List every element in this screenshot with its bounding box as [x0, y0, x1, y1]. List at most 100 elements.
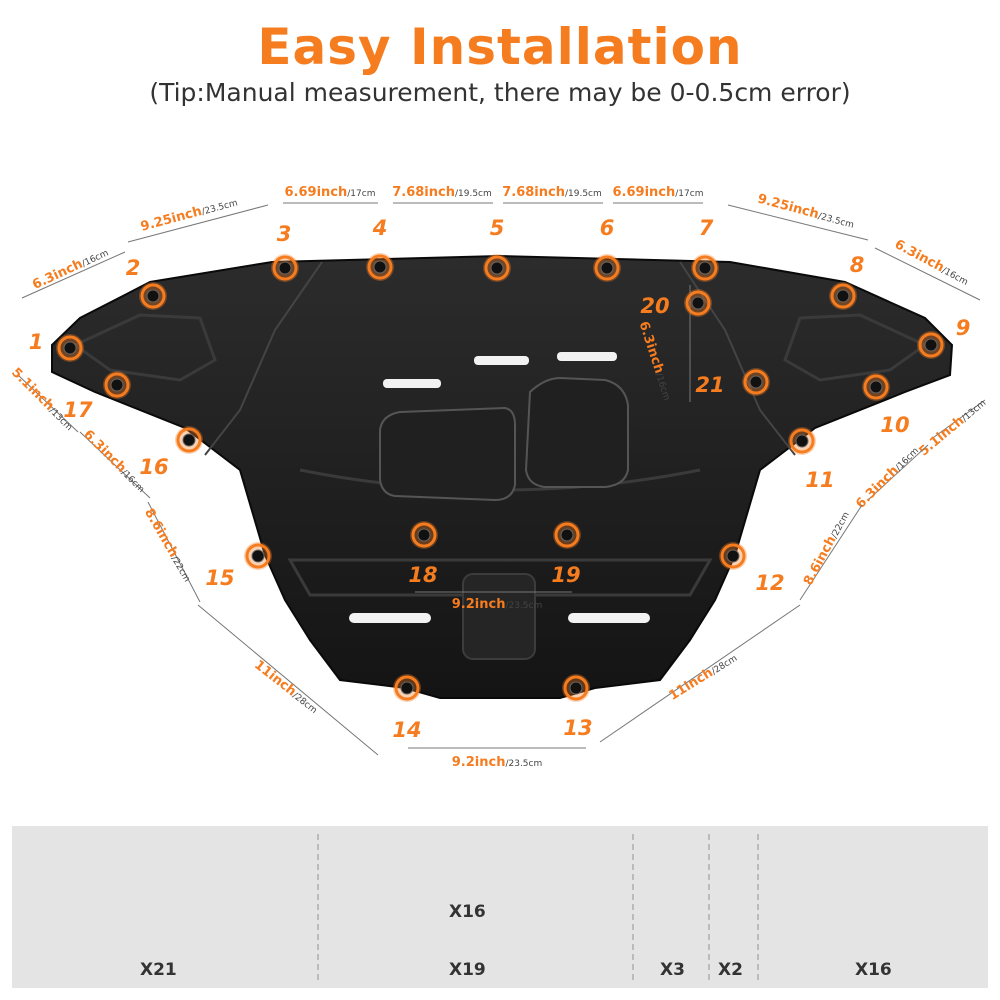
- svg-text:6.3inch/16cm: 6.3inch/16cm: [853, 443, 922, 512]
- hole-number-label: 11: [805, 468, 834, 492]
- right-panel-seam: [679, 261, 796, 456]
- dimension-6: 9.25inch/23.5cm: [727, 191, 869, 241]
- hole-number-label: 12: [755, 571, 784, 595]
- dimension-12: 5.1inch/13cm: [917, 398, 989, 459]
- long-bolts-count: X3: [660, 960, 685, 980]
- vent-slot: [474, 356, 529, 365]
- rings-count: X19: [449, 960, 486, 980]
- accessories-panel: X21 X16 X19 X3 X2 X16: [12, 826, 988, 988]
- hole-number-label: 18: [408, 563, 437, 587]
- dimension-inch-label: 9.2inch: [452, 597, 506, 612]
- hole-number-label: 7: [699, 216, 714, 240]
- dimension-inch-label: 7.68inch: [502, 185, 565, 200]
- vent-slot: [557, 352, 617, 361]
- mounting-hole-13: 13: [562, 674, 593, 740]
- dimension-inch-label: 6.3inch: [30, 257, 85, 293]
- hole-number-label: 14: [392, 718, 421, 742]
- right-rib: [783, 313, 928, 382]
- left-rib: [72, 313, 217, 382]
- lower-ridge: [287, 558, 713, 597]
- svg-text:9.2inch/23.5cm: 9.2inch/23.5cm: [452, 597, 543, 612]
- hole-number-label: 6: [600, 216, 615, 240]
- hole-number-label: 4: [372, 216, 388, 240]
- mounting-hole-2: 2: [126, 256, 167, 310]
- hole-number-label: 15: [205, 566, 234, 590]
- dimension-17: 9.2inch/23.5cm: [415, 591, 572, 612]
- svg-text:11inch/28cm: 11inch/28cm: [251, 658, 321, 717]
- divider: [317, 834, 319, 980]
- hole-number-label: 17: [63, 398, 93, 422]
- hole-number-label: 2: [126, 256, 141, 280]
- dimension-cm-label: /22cm: [169, 555, 192, 584]
- svg-text:6.69inch/17cm: 6.69inch/17cm: [285, 185, 376, 200]
- svg-text:9.25inch/23.5cm: 9.25inch/23.5cm: [139, 194, 239, 234]
- vent-slot: [568, 613, 650, 623]
- page-subtitle: (Tip:Manual measurement, there may be 0-…: [149, 78, 851, 107]
- divider: [632, 834, 634, 980]
- dimension-inch-label: 9.2inch: [452, 755, 506, 770]
- dimension-inch-label: 8.6inch: [801, 534, 839, 588]
- divider: [757, 834, 759, 980]
- dimension-cm-label: /16cm: [81, 248, 111, 269]
- mounting-hole-7: 7: [691, 216, 719, 282]
- dimension-inch-label: 6.3inch: [80, 427, 129, 476]
- dimension-18: 9.2inch/23.5cm: [408, 747, 586, 770]
- mounting-hole-21: 21: [695, 368, 770, 397]
- dimension-2: 6.69inch/17cm: [283, 185, 378, 204]
- screws-count: X2: [718, 960, 743, 980]
- svg-text:7.68inch/19.5cm: 7.68inch/19.5cm: [392, 185, 492, 200]
- svg-text:8.6inch/22cm: 8.6inch/22cm: [141, 506, 195, 584]
- dimension-cm-label: /16cm: [894, 446, 921, 473]
- mounting-hole-19: 19: [551, 521, 581, 587]
- hole-number-label: 19: [551, 563, 580, 587]
- hole-number-label: 3: [277, 222, 292, 246]
- svg-text:6.69inch/17cm: 6.69inch/17cm: [613, 185, 704, 200]
- svg-text:9.25inch/23.5cm: 9.25inch/23.5cm: [756, 191, 856, 231]
- mounting-hole-14: 14: [392, 674, 422, 742]
- dimension-inch-label: 8.6inch: [141, 506, 181, 560]
- dimension-cm-label: /19.5cm: [455, 189, 492, 199]
- left-panel-seam: [204, 261, 323, 456]
- dimension-inch-label: 11inch: [667, 665, 716, 704]
- mounting-hole-1: 1: [29, 330, 84, 362]
- center-pad: [462, 573, 536, 660]
- dimension-8: 6.3inch/16cm: [874, 237, 981, 301]
- mounting-hole-11: 11: [788, 427, 835, 492]
- mounting-hole-6: 6: [593, 216, 621, 282]
- hole-number-label: 16: [139, 455, 168, 479]
- hole-number-label: 8: [850, 253, 865, 277]
- mounting-hole-10: 10: [862, 373, 910, 437]
- dimension-cm-label: /19.5cm: [565, 189, 602, 199]
- mounting-hole-9: 9: [917, 316, 970, 359]
- mounting-hole-18: 18: [408, 521, 438, 587]
- clips-count: X16: [855, 960, 892, 980]
- mounting-hole-8: 8: [829, 253, 864, 310]
- hole-number-label: 9: [956, 316, 971, 340]
- hole-number-label: 5: [490, 216, 505, 240]
- svg-text:8.6inch/22cm: 8.6inch/22cm: [801, 509, 853, 588]
- dimension-3: 7.68inch/19.5cm: [392, 185, 493, 204]
- vent-slot: [349, 613, 431, 623]
- svg-text:6.3inch/16cm: 6.3inch/16cm: [892, 237, 971, 289]
- dimension-cm-label: /17cm: [347, 189, 375, 199]
- dimension-inch-label: 6.3inch: [853, 463, 902, 512]
- dimension-cm-label: /17cm: [675, 189, 703, 199]
- washers-count: X21: [140, 960, 177, 980]
- hole-number-label: 10: [880, 413, 909, 437]
- dimension-7: 6.3inch/16cm: [21, 248, 126, 299]
- mounting-hole-12: 12: [719, 542, 785, 595]
- mounting-hole-4: 4: [366, 216, 394, 281]
- dimension-inch-label: 11inch: [251, 658, 299, 700]
- dimension-cm-label: /23.5cm: [505, 759, 542, 769]
- dimension-inch-label: 5.1inch: [917, 413, 968, 459]
- mounting-hole-15: 15: [205, 542, 272, 590]
- vent-slot: [383, 379, 441, 388]
- dimension-inch-label: 6.69inch: [613, 185, 676, 200]
- dimension-5: 6.69inch/17cm: [613, 185, 704, 204]
- mounting-hole-20: 20: [640, 289, 712, 318]
- dimension-inch-label: 9.25inch: [756, 191, 820, 222]
- bolts-count: X16: [449, 902, 486, 922]
- dimension-14: 8.6inch/22cm: [799, 504, 863, 601]
- dimension-cm-label: /13cm: [960, 398, 988, 424]
